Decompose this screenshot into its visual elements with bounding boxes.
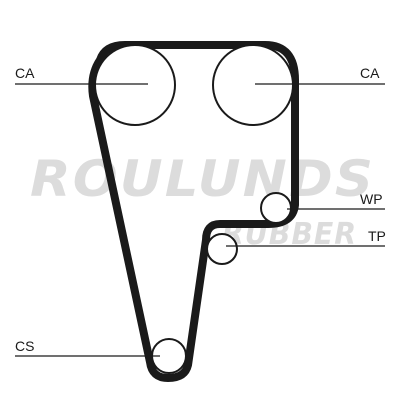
label-camshaft-left: CA [15,65,35,81]
watermark: ROULUNDS RUBBER [30,150,375,252]
label-crankshaft: CS [15,338,34,354]
watermark-brand: ROULUNDS [30,150,375,208]
label-water-pump: WP [360,191,383,207]
water-pump-pulley [260,192,292,224]
label-camshaft-right: CA [360,65,380,81]
timing-belt [88,41,299,382]
label-tensioner: TP [368,228,386,244]
camshaft-pulley-right [212,44,294,126]
tensioner-pulley [206,233,238,265]
camshaft-pulley-left [94,44,176,126]
leader-lines [15,83,385,357]
